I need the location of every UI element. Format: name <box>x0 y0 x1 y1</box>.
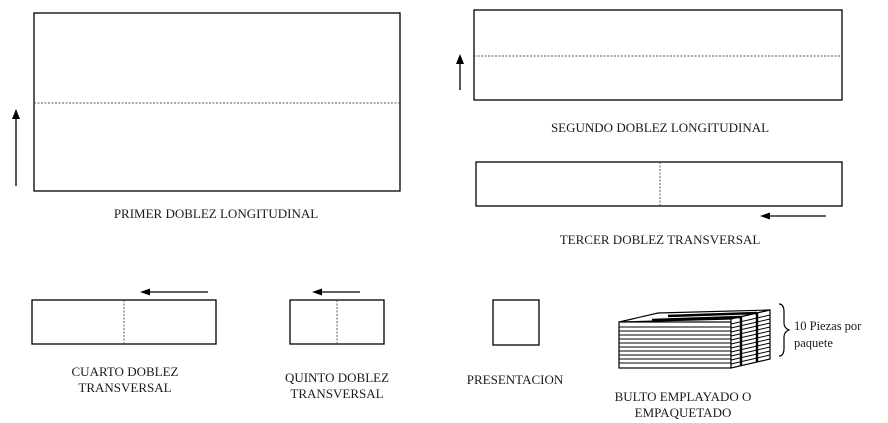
quinto-doblez-figure <box>289 288 385 345</box>
caption-quinto-line1: QUINTO DOBLEZ <box>284 370 390 385</box>
caption-segundo: SEGUNDO DOBLEZ LONGITUDINAL <box>550 120 770 135</box>
bundle-quantity-note: 10 Piezas por paquete <box>794 318 888 352</box>
left-arrow-icon <box>312 288 360 296</box>
segundo-doblez-figure <box>456 9 843 101</box>
caption-primer: PRIMER DOBLEZ LONGITUDINAL <box>113 206 319 221</box>
left-arrow-icon <box>760 212 826 220</box>
caption-bulto-line1: BULTO EMPLAYADO O <box>614 389 752 404</box>
presentacion-figure <box>492 299 540 346</box>
caption-tercer: TERCER DOBLEZ TRANSVERSAL <box>559 232 761 247</box>
bundle-front-face <box>618 321 732 369</box>
segundo-sheet <box>473 9 843 101</box>
up-arrow-icon <box>12 109 20 186</box>
caption-cuarto: CUARTO DOBLEZ TRANSVERSAL <box>40 364 210 396</box>
cuarto-doblez-figure <box>31 288 217 345</box>
caption-presentacion: PRESENTACION <box>466 372 564 387</box>
caption-cuarto-line2: TRANSVERSAL <box>78 380 172 395</box>
caption-cuarto-line1: CUARTO DOBLEZ <box>71 364 179 379</box>
left-arrow-icon <box>140 288 208 296</box>
bundle-quantity-line2: paquete <box>794 336 833 350</box>
caption-quinto-line2: TRANSVERSAL <box>290 386 384 401</box>
bulto-figure <box>618 303 791 369</box>
caption-bulto-line2: EMPAQUETADO <box>634 405 732 420</box>
bundle-quantity-line1: 10 Piezas por <box>794 319 862 333</box>
bundle-straps <box>651 311 759 366</box>
primer-doblez-figure <box>12 12 401 192</box>
right-brace-icon <box>778 303 791 357</box>
primer-sheet <box>33 12 401 192</box>
tercer-sheet <box>475 161 843 207</box>
up-arrow-icon <box>456 54 464 90</box>
caption-quinto: QUINTO DOBLEZ TRANSVERSAL <box>254 370 420 402</box>
bundle-layer-lines <box>619 314 771 365</box>
tercer-doblez-figure <box>475 161 843 220</box>
presentacion-square <box>492 299 540 346</box>
caption-bulto: BULTO EMPLAYADO O EMPAQUETADO <box>578 389 788 421</box>
